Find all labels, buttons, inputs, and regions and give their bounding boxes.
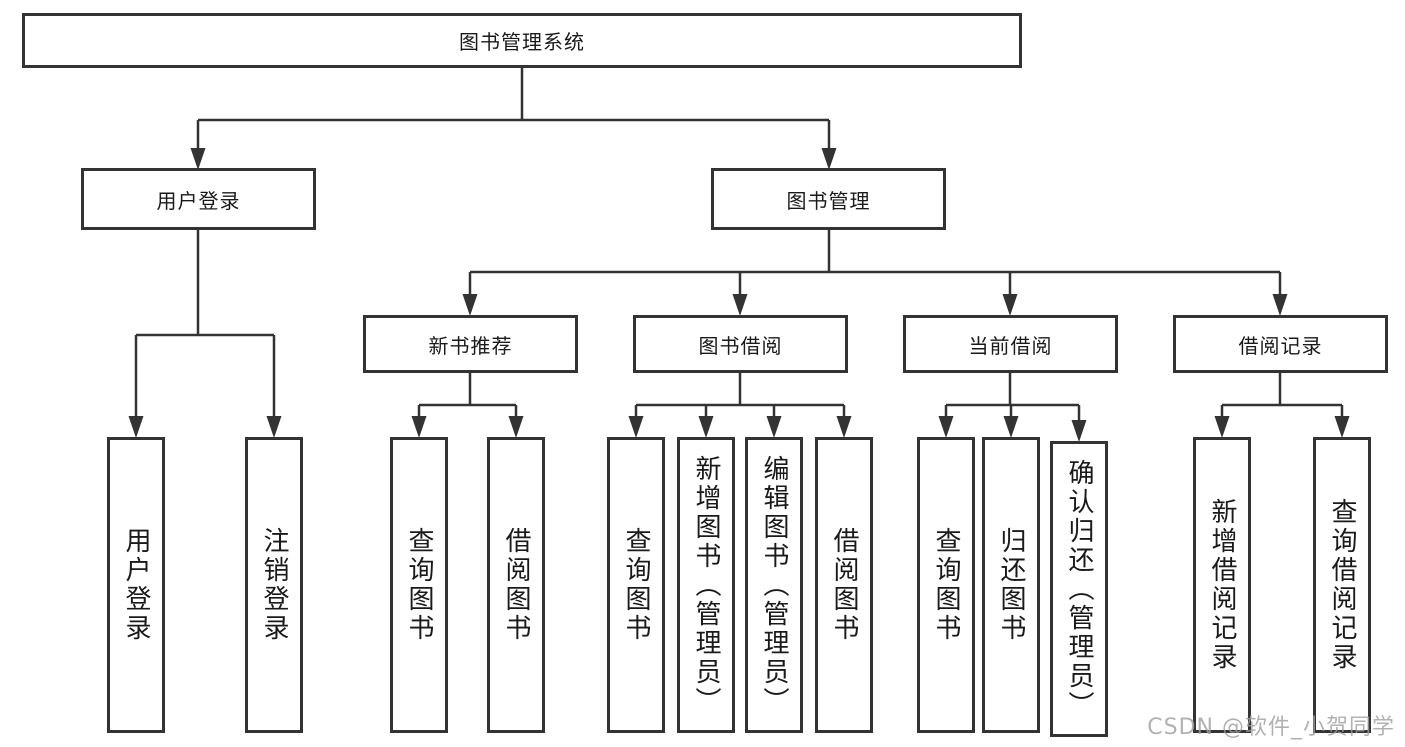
node-logout: 注销登录 xyxy=(245,437,303,733)
node-label: 借阅图书 xyxy=(829,527,859,643)
node-edit-books-admin: 编辑图书（管理员） xyxy=(745,437,803,733)
node-current-borrowing: 当前借阅 xyxy=(903,315,1118,373)
node-add-books-admin: 新增图书（管理员） xyxy=(677,437,735,733)
node-return-books: 归还图书 xyxy=(982,437,1040,733)
node-label: 当前借阅 xyxy=(968,333,1053,358)
node-label: 新书推荐 xyxy=(428,333,513,358)
node-label: 确认归还（管理员） xyxy=(1064,458,1094,720)
node-label: 编辑图书（管理员） xyxy=(759,454,789,716)
node-label: 用户登录 xyxy=(121,527,151,643)
node-label: 图书管理 xyxy=(786,188,871,213)
node-label: 查询图书 xyxy=(404,527,434,643)
csdn-watermark: CSDN @软件_小贺同学 xyxy=(1147,715,1395,740)
node-label: 注销登录 xyxy=(259,527,289,643)
node-label: 用户登录 xyxy=(156,188,241,213)
node-user-login-module: 用户登录 xyxy=(81,168,316,230)
node-label: 查询借阅记录 xyxy=(1327,498,1357,672)
node-borrow-books-recommend: 借阅图书 xyxy=(487,437,545,733)
node-book-management-module: 图书管理 xyxy=(711,168,946,230)
node-label: 图书管理系统 xyxy=(459,30,585,54)
node-label: 借阅记录 xyxy=(1238,333,1323,358)
node-label: 新增图书（管理员） xyxy=(691,454,721,716)
node-label: 归还图书 xyxy=(996,527,1026,643)
node-book-borrowing: 图书借阅 xyxy=(633,315,848,373)
node-add-borrow-record: 新增借阅记录 xyxy=(1193,437,1251,733)
node-query-borrow-record: 查询借阅记录 xyxy=(1313,437,1371,733)
node-label: 查询图书 xyxy=(931,527,961,643)
node-borrowing-records: 借阅记录 xyxy=(1173,315,1388,373)
node-confirm-return-admin: 确认归还（管理员） xyxy=(1050,441,1108,737)
node-label: 图书借阅 xyxy=(698,333,783,358)
node-label: 新增借阅记录 xyxy=(1207,498,1237,672)
node-query-books-current: 查询图书 xyxy=(917,437,975,733)
node-library-management-system: 图书管理系统 xyxy=(22,13,1022,68)
node-new-book-recommendation: 新书推荐 xyxy=(363,315,578,373)
node-user-login: 用户登录 xyxy=(107,437,165,733)
node-query-books-borrowing: 查询图书 xyxy=(607,437,665,733)
node-borrow-books: 借阅图书 xyxy=(815,437,873,733)
node-query-books-recommend: 查询图书 xyxy=(390,437,448,733)
node-label: 借阅图书 xyxy=(501,527,531,643)
node-label: 查询图书 xyxy=(621,527,651,643)
